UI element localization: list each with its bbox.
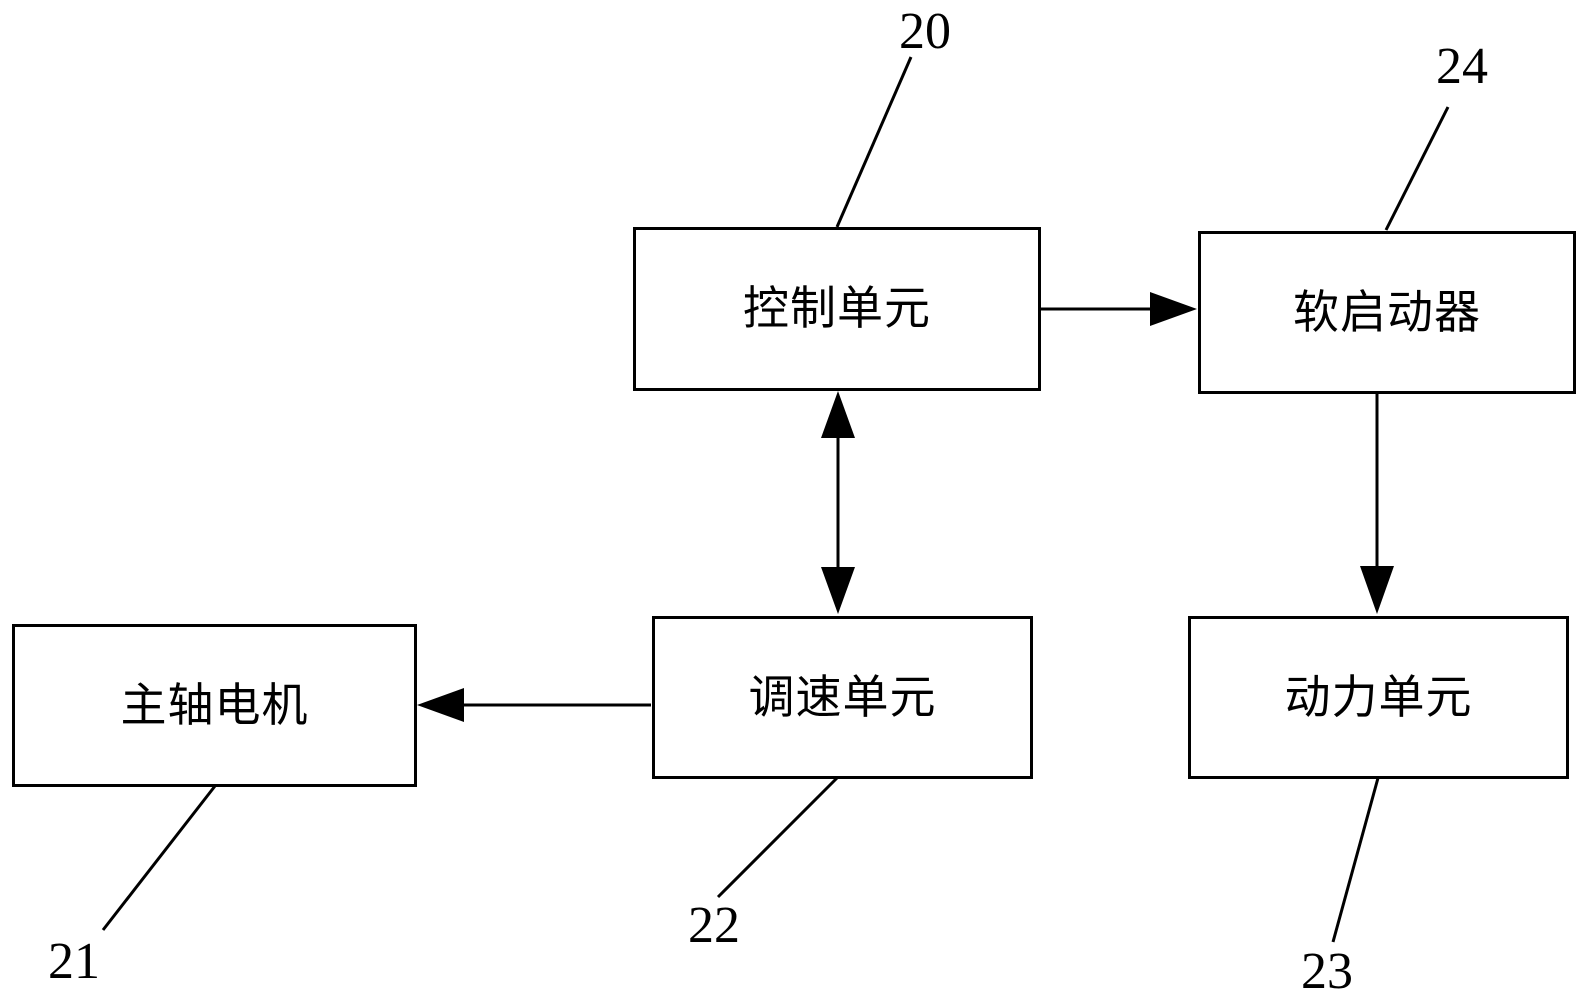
ref-label-20: 20 [899, 3, 951, 60]
node-speed-unit: 调速单元 [652, 616, 1033, 779]
edge-speed-to-motor [417, 688, 651, 722]
node-power-unit: 动力单元 [1188, 616, 1569, 779]
node-power-unit-label: 动力单元 [1284, 671, 1473, 723]
node-spindle-motor-label: 主轴电机 [120, 679, 309, 731]
edge-control-to-speed-bidirectional [821, 391, 855, 614]
edge-softstarter-to-power [1360, 394, 1394, 614]
leader-line-ref-22 [716, 776, 839, 899]
node-spindle-motor: 主轴电机 [12, 624, 417, 787]
edge-control-to-softstarter [1041, 292, 1197, 326]
leader-line-ref-21 [101, 785, 217, 931]
node-soft-starter: 软启动器 [1198, 231, 1576, 394]
node-speed-unit-label: 调速单元 [748, 671, 937, 723]
node-control-unit-label: 控制单元 [743, 283, 931, 334]
ref-label-23: 23 [1301, 943, 1353, 1000]
node-soft-starter-label: 软启动器 [1293, 286, 1481, 338]
leader-line-ref-20 [835, 56, 913, 228]
leader-line-ref-23 [1331, 777, 1380, 943]
ref-label-22: 22 [688, 897, 740, 954]
node-control-unit: 控制单元 [633, 227, 1041, 391]
leader-line-ref-24 [1384, 106, 1450, 231]
ref-label-24: 24 [1436, 38, 1488, 95]
ref-label-21: 21 [48, 933, 100, 990]
